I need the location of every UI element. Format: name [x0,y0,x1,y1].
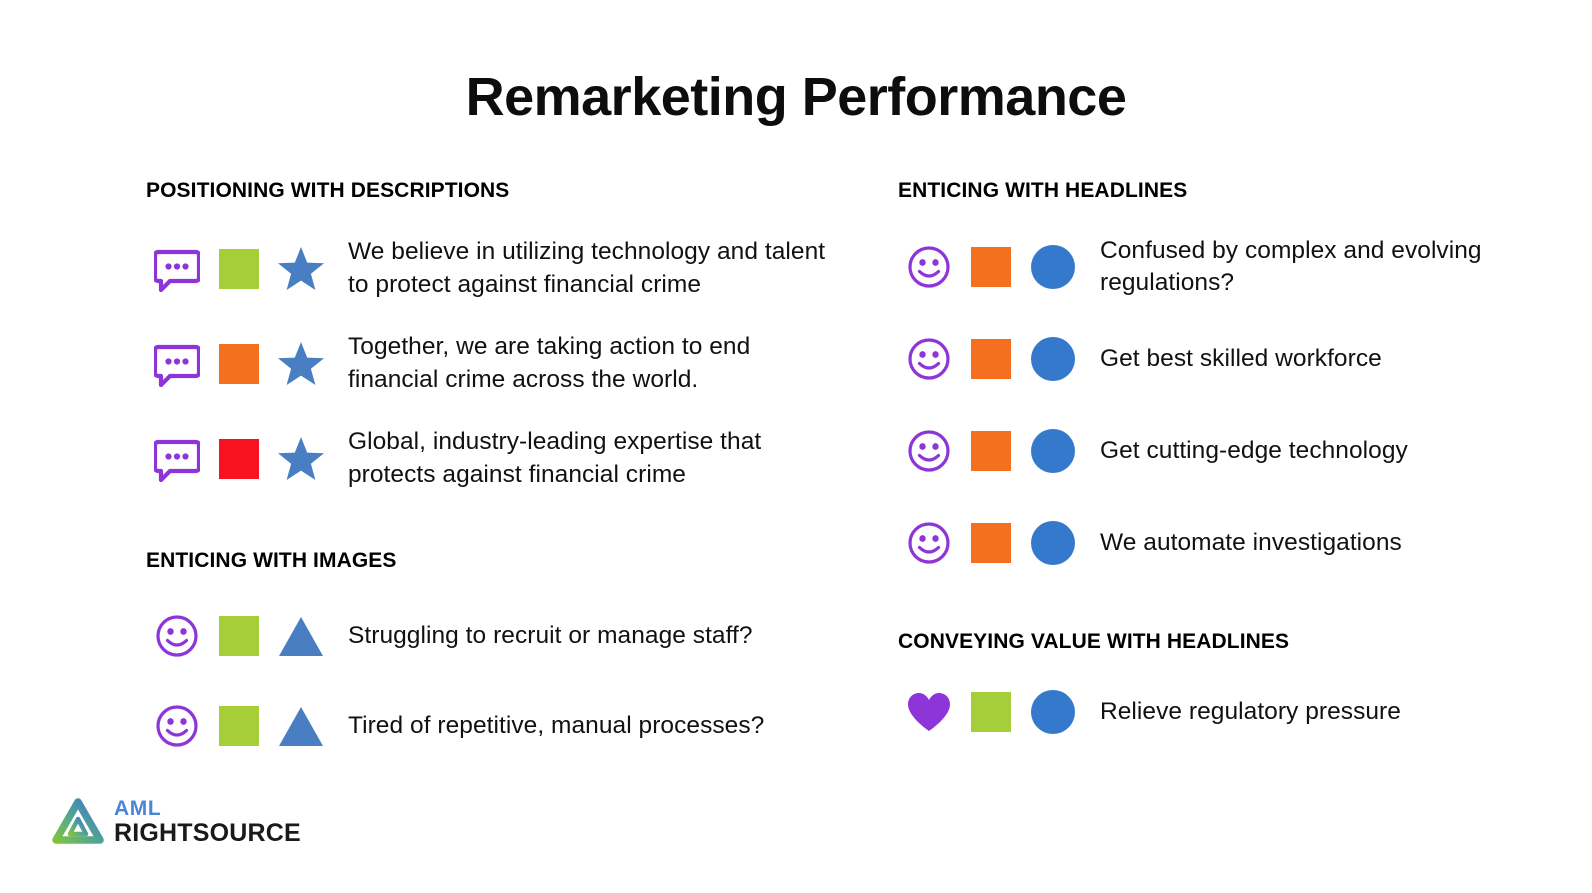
icon-group [146,614,332,658]
blue-triangle-icon [270,704,332,748]
list-item-text: We believe in utilizing technology and t… [348,238,826,298]
logo-line-rightsource: RIGHTSOURCE [114,819,301,847]
speech-bubble-icon [146,436,208,482]
left-column: POSITIONING WITH DESCRIPTIONS [146,178,846,771]
section-title: ENTICING WITH IMAGES [146,549,397,573]
red-square-icon [208,438,270,479]
list-item-text: Tired of repetitive, manual processes? [348,712,765,740]
heart-icon [898,691,960,733]
blue-circle-icon [1022,521,1084,566]
section-conveying-value-with-headlines: CONVEYING VALUE WITH HEADLINES [898,629,1518,752]
list-item-text: Get cutting-edge technology [1100,437,1408,465]
orange-square-icon [960,247,1022,288]
smiley-face-icon [898,521,960,565]
orange-square-icon [208,343,270,384]
icon-group [146,704,332,748]
green-square-icon [208,616,270,657]
list-item-text: Get best skilled workforce [1100,345,1382,373]
icon-group [146,435,332,483]
list-item: Global, industry-leading expertise that … [146,411,846,506]
list-item: We automate investigations [898,497,1518,589]
speech-bubble-icon [146,246,208,292]
row-group: Relieve regulatory pressure [898,672,1518,752]
list-item: Get best skilled workforce [898,313,1518,405]
smiley-face-icon [898,245,960,289]
orange-square-icon [960,431,1022,472]
list-item: Relieve regulatory pressure [898,672,1518,752]
blue-circle-icon [1022,245,1084,290]
icon-group [898,690,1084,735]
triangle-logo-icon [52,798,104,846]
page-title: Remarketing Performance [465,67,1127,127]
orange-square-icon [960,339,1022,380]
orange-square-icon [960,523,1022,564]
blue-triangle-icon [270,614,332,658]
right-column: ENTICING WITH HEADLINES [898,178,1518,752]
icon-group [146,340,332,388]
list-item: Get cutting-edge technology [898,405,1518,497]
list-item-text: Struggling to recruit or manage staff? [348,622,753,650]
blue-circle-icon [1022,690,1084,735]
aml-rightsource-logo: AML RIGHTSOURCE [52,798,301,846]
icon-group [898,521,1084,566]
blue-star-icon [270,340,332,388]
list-item: Struggling to recruit or manage staff? [146,591,846,681]
icon-group [146,245,332,293]
smiley-face-icon [898,429,960,473]
list-item-text: Global, industry-leading expertise that … [348,428,762,488]
blue-star-icon [270,245,332,293]
smiley-face-icon [898,337,960,381]
list-item-text: We automate investigations [1100,529,1402,557]
section-enticing-with-images: ENTICING WITH IMAGES [146,548,846,771]
logo-wordmark: AML RIGHTSOURCE [114,798,301,846]
icon-group [898,245,1084,290]
list-item: Confused by complex and evolving regulat… [898,221,1518,313]
section-title: ENTICING WITH HEADLINES [898,179,1188,202]
row-group: We believe in utilizing technology and t… [146,221,846,506]
section-positioning-with-descriptions: POSITIONING WITH DESCRIPTIONS [146,178,846,506]
icon-group [898,429,1084,474]
blue-star-icon [270,435,332,483]
green-square-icon [208,248,270,289]
list-item: Tired of repetitive, manual processes? [146,681,846,771]
list-item: Together, we are taking action to end fi… [146,316,846,411]
list-item-text: Confused by complex and evolving regulat… [1100,236,1482,297]
smiley-face-icon [146,704,208,748]
list-item-text: Together, we are taking action to end fi… [348,333,751,393]
list-item-text: Relieve regulatory pressure [1100,698,1401,726]
icon-group [898,337,1084,382]
smiley-face-icon [146,614,208,658]
row-group: Struggling to recruit or manage staff? [146,591,846,771]
speech-bubble-icon [146,341,208,387]
green-square-icon [960,692,1022,733]
section-title: CONVEYING VALUE WITH HEADLINES [898,630,1290,654]
logo-line-aml: AML [114,797,162,820]
list-item: We believe in utilizing technology and t… [146,221,846,316]
green-square-icon [208,706,270,747]
section-title: POSITIONING WITH DESCRIPTIONS [146,179,510,202]
blue-circle-icon [1022,429,1084,474]
row-group: Confused by complex and evolving regulat… [898,221,1518,589]
section-enticing-with-headlines: ENTICING WITH HEADLINES [898,178,1518,589]
blue-circle-icon [1022,337,1084,382]
